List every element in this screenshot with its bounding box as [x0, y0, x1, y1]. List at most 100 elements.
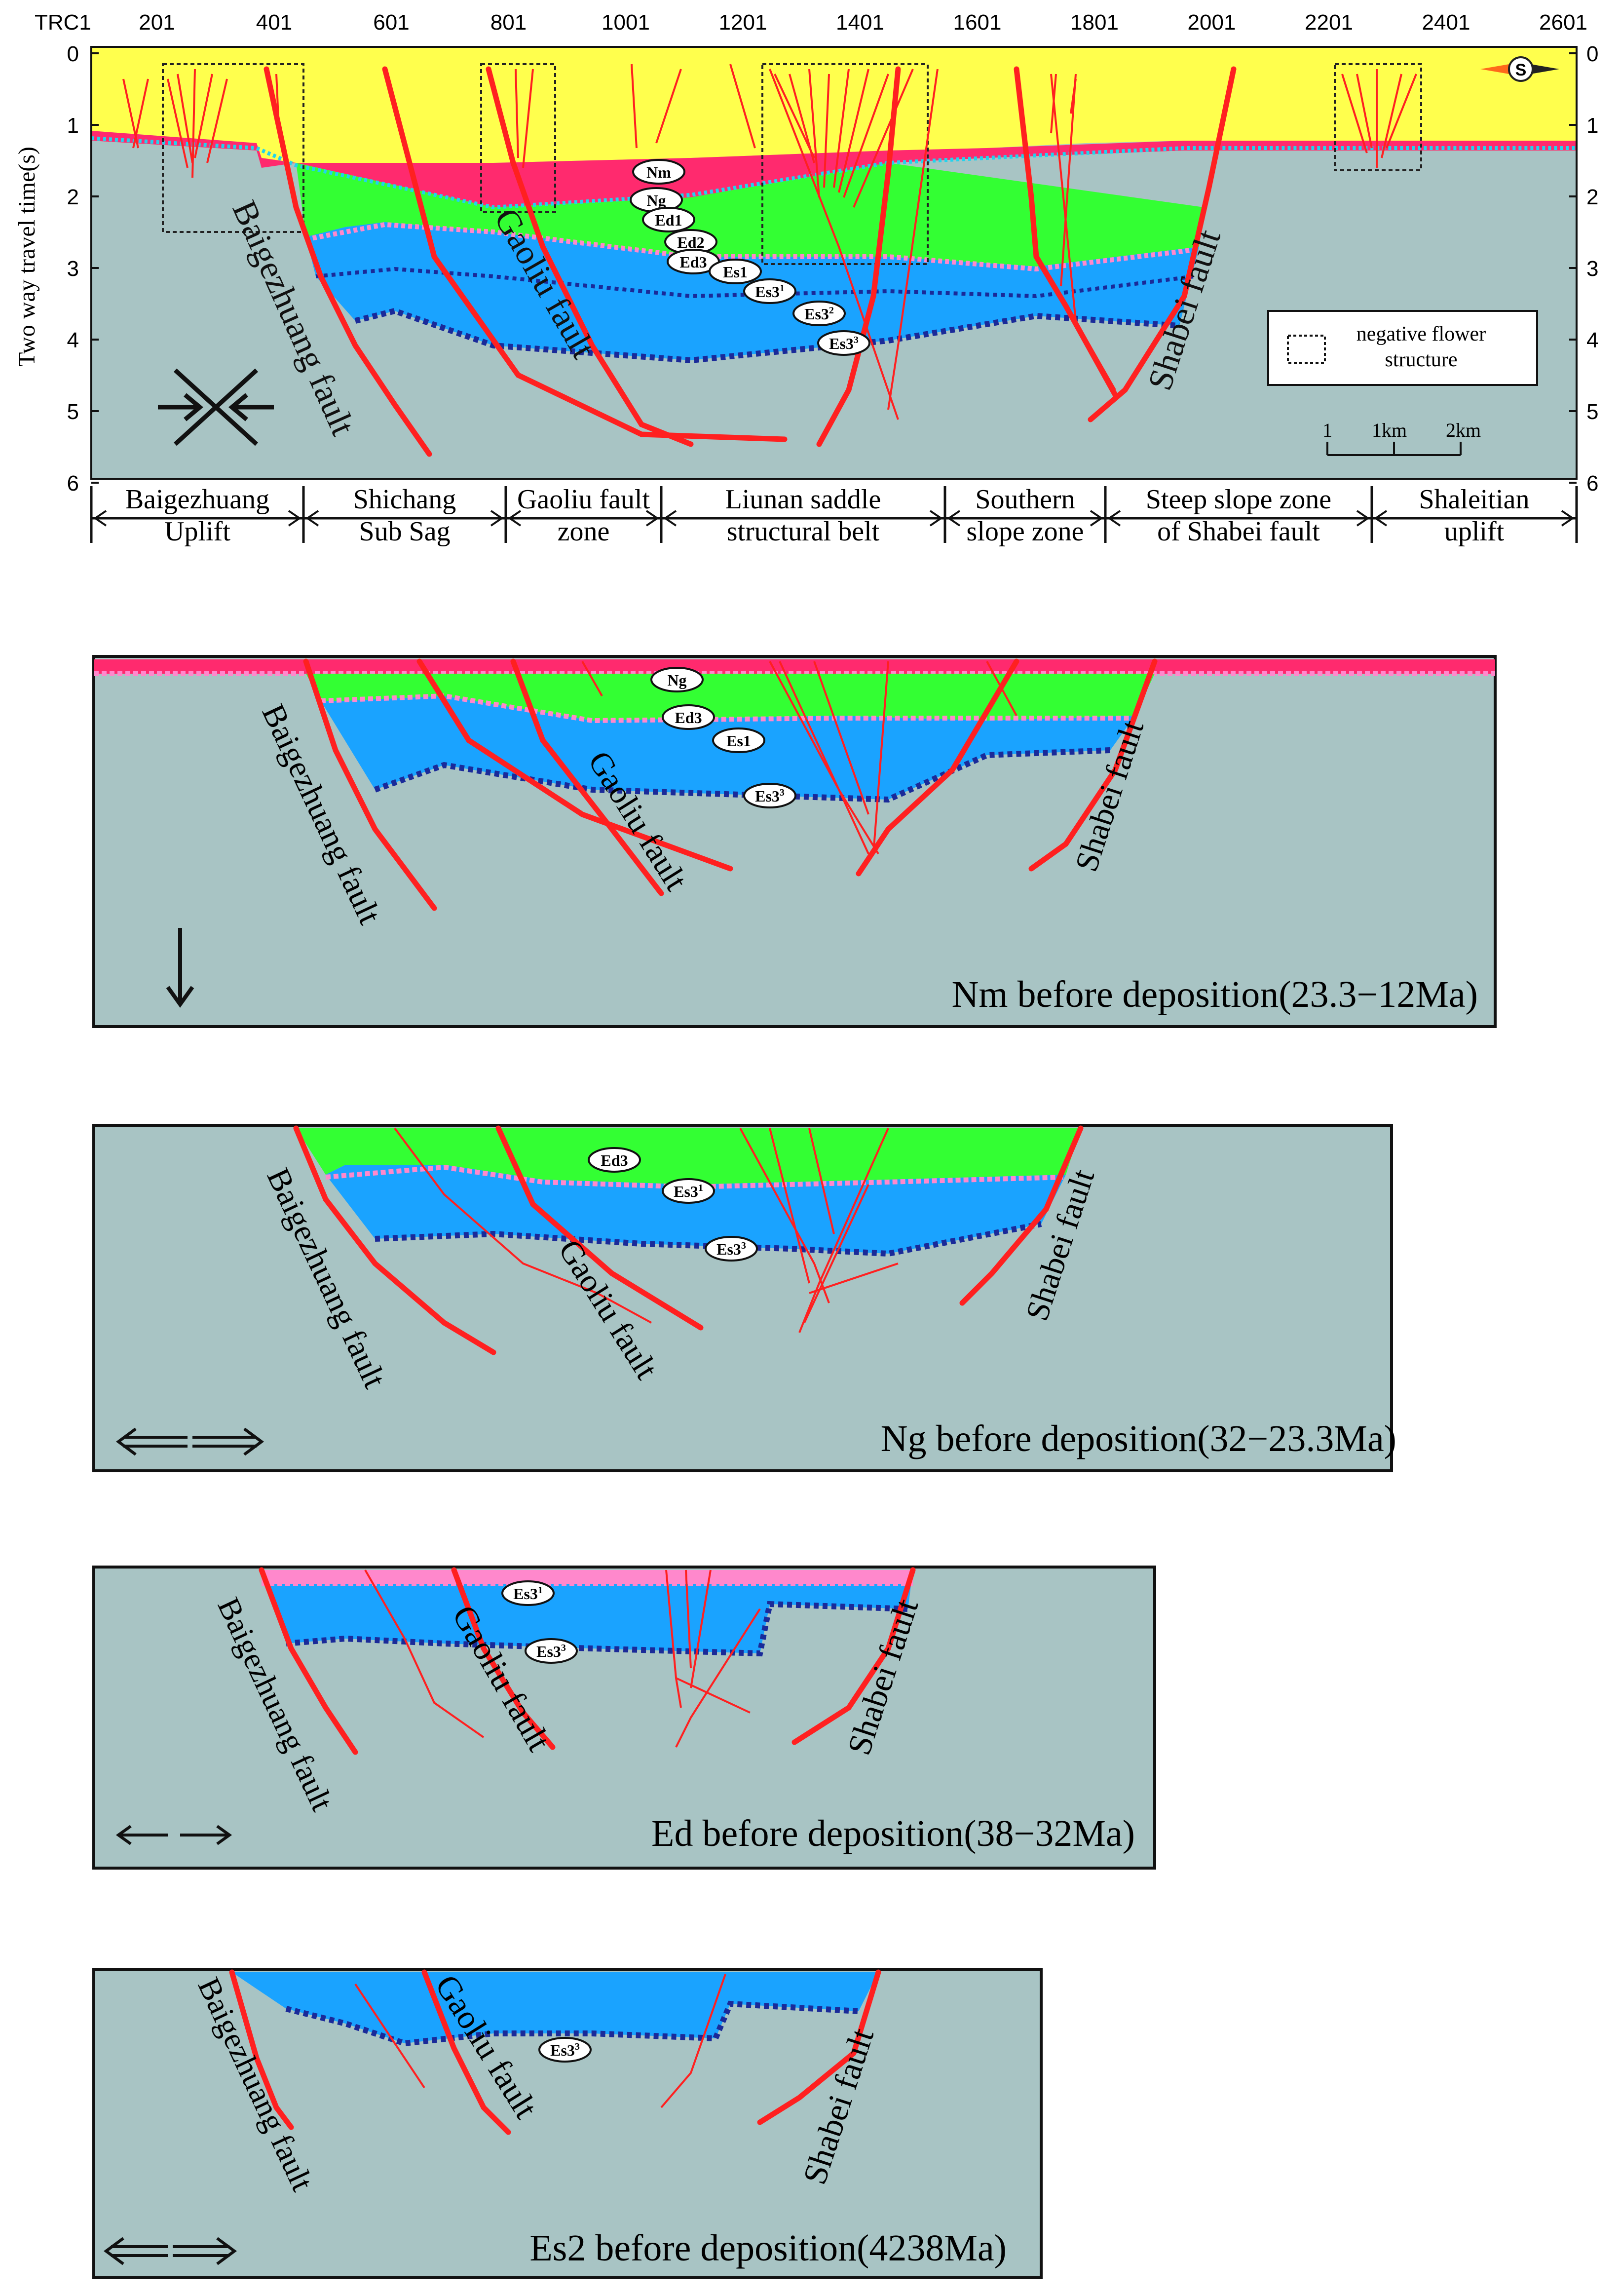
trc-tick-2201: 2201	[1305, 10, 1353, 35]
zone-label-line1: Gaoliu fault	[517, 484, 650, 515]
layer-label: Es32	[792, 301, 846, 326]
flower-box-1	[162, 63, 304, 233]
scale-label-1: 1	[1322, 419, 1332, 441]
layer-label: Ed1	[642, 207, 695, 232]
zone-label-line1: Shaleitian	[1419, 484, 1530, 515]
zone-label-line1: Liunan saddle	[725, 484, 881, 515]
svg-text:Es31: Es31	[513, 1585, 543, 1603]
layer-label: Ng	[650, 667, 704, 692]
scale-label-2km: 2km	[1446, 419, 1481, 441]
svg-text:Ng: Ng	[646, 191, 666, 209]
layer-label: Es33	[705, 1236, 758, 1262]
trc-tick-1601: 1601	[953, 10, 1002, 35]
time-tick-right: 3	[1586, 257, 1598, 281]
trc-tick-1801: 1801	[1070, 10, 1119, 35]
svg-text:Es33: Es33	[829, 335, 859, 352]
shabei-fault-line	[1088, 66, 1237, 422]
layer-label: Es33	[743, 783, 796, 808]
trc-tick-1001: 1001	[602, 10, 650, 35]
es1-dotted-line	[315, 267, 1195, 299]
fault-line-6	[816, 66, 901, 447]
time-tick-left: 5	[67, 400, 79, 424]
panel1-title: Nm before deposition(23.3−12Ma)	[951, 974, 1478, 1015]
extension-arrow-icon	[103, 2237, 237, 2265]
zone-label-line2: of Shabei fault	[1157, 516, 1320, 547]
panel2-title: Ng before deposition(32−23.3Ma)	[881, 1418, 1396, 1459]
svg-text:Ed3: Ed3	[679, 253, 707, 271]
layer-label: Es31	[662, 1178, 715, 1204]
nm-base-dotted-line	[91, 136, 1577, 210]
svg-text:Es33: Es33	[536, 1643, 566, 1660]
zone-label-line1: Baigezhuang	[125, 484, 269, 515]
main-faults	[264, 66, 1237, 457]
compass-icon: S	[1480, 56, 1559, 82]
zone-label-line1: Shichang	[353, 484, 456, 515]
svg-text:Ed3: Ed3	[601, 1151, 628, 1169]
trc-tick-2601: 2601	[1539, 10, 1587, 35]
compression-icon	[158, 368, 274, 446]
extension-arrow-icon	[115, 1427, 264, 1456]
time-tick-right: 4	[1586, 328, 1598, 352]
layer-label: Ed3	[667, 249, 720, 274]
zone-label-line1: Southern	[975, 484, 1075, 515]
layer-label: Es31	[743, 278, 796, 304]
trc-label: TRC1	[35, 10, 91, 35]
layer-label: Nm	[632, 159, 685, 185]
panel3-title: Ed before deposition(38−32Ma)	[651, 1813, 1135, 1854]
section-border	[90, 46, 1578, 480]
trc-tick-1201: 1201	[719, 10, 767, 35]
zone-label-line1: Steep slope zone	[1146, 484, 1331, 515]
layer-label: Ed3	[588, 1147, 641, 1173]
fault-line-2	[382, 66, 788, 442]
ed-layer	[296, 163, 1204, 267]
svg-text:Ed2: Ed2	[677, 233, 704, 251]
layer-label: Es33	[817, 330, 870, 356]
svg-text:Es33: Es33	[716, 1240, 746, 1258]
svg-text:Ed3: Ed3	[675, 709, 702, 727]
layer-label: Ed2	[664, 229, 717, 255]
svg-text:Es32: Es32	[804, 305, 834, 323]
y-axis-label: Two way travel time(s)	[14, 147, 40, 367]
layer-label: Es33	[525, 1638, 578, 1664]
flower-box-4	[1334, 63, 1422, 171]
time-tick-left: 3	[67, 257, 79, 281]
legend-swatch	[1287, 335, 1326, 364]
svg-text:Es1: Es1	[723, 263, 748, 281]
scale-bar	[1326, 442, 1462, 456]
zone-label-line2: uplift	[1444, 516, 1505, 547]
zone-label-line2: structural belt	[727, 516, 880, 547]
svg-text:Ed1: Ed1	[655, 211, 682, 229]
time-tick-left: 6	[67, 471, 79, 496]
svg-text:Es31: Es31	[674, 1183, 703, 1200]
svg-text:Es31: Es31	[755, 283, 785, 301]
time-tick-right: 1	[1586, 114, 1598, 138]
svg-text:Es33: Es33	[755, 787, 785, 805]
layer-label: Ed3	[662, 704, 715, 730]
trc-tick-601: 601	[373, 10, 409, 35]
trc-tick-201: 201	[139, 10, 175, 35]
scale-label-1km: 1km	[1372, 419, 1407, 441]
svg-text:Ng: Ng	[667, 671, 686, 689]
layer-label: Es33	[538, 2037, 592, 2063]
layer-label: Es1	[709, 259, 762, 284]
zone-label-line2: Uplift	[164, 516, 230, 547]
trc-tick-2401: 2401	[1422, 10, 1470, 35]
svg-text:Es33: Es33	[550, 2041, 580, 2059]
time-tick-left: 1	[67, 114, 79, 138]
time-tick-right: 0	[1586, 42, 1598, 66]
thin-faults	[769, 69, 1116, 420]
time-tick-right: 5	[1586, 400, 1598, 424]
subsidence-arrow-icon	[166, 928, 194, 1008]
nm-layer	[91, 47, 1577, 163]
zone-label-line2: slope zone	[967, 516, 1084, 547]
